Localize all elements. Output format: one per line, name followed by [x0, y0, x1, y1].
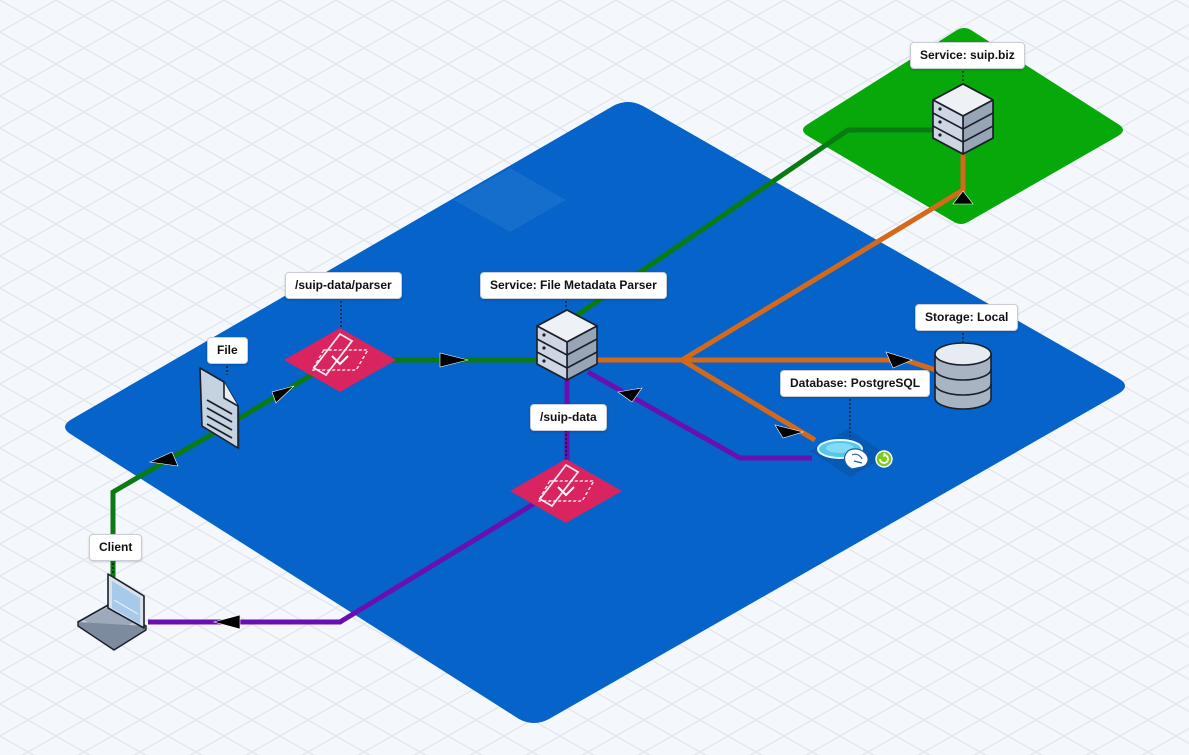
- label-database[interactable]: Database: PostgreSQL: [780, 370, 931, 397]
- arrow-to-suip: [952, 190, 974, 205]
- link-purple-database: [586, 369, 812, 461]
- server-rack-icon[interactable]: [536, 309, 598, 381]
- link-orange-database: [680, 357, 817, 443]
- arrow-from-database: [617, 387, 643, 403]
- label-storage[interactable]: Storage: Local: [915, 304, 1019, 331]
- label-client[interactable]: Client: [89, 534, 143, 561]
- laptop-icon[interactable]: [77, 573, 147, 651]
- label-parser-route[interactable]: /suip-data/parser: [285, 272, 402, 299]
- document-icon[interactable]: [199, 367, 240, 450]
- arrow-to-service: [439, 352, 469, 368]
- server-rack-icon[interactable]: [932, 83, 994, 155]
- storage-cylinder-icon[interactable]: [934, 342, 992, 410]
- arrow-to-gateway: [271, 385, 295, 404]
- arrows: [148, 190, 974, 630]
- arrow-to-storage: [885, 351, 913, 369]
- api-gateway-icon[interactable]: [284, 328, 396, 392]
- label-service-parser[interactable]: Service: File Metadata Parser: [480, 272, 667, 299]
- arrow-to-file: [148, 451, 179, 467]
- label-file[interactable]: File: [207, 337, 248, 364]
- arrow-to-database: [774, 424, 805, 439]
- arrow-to-client: [212, 614, 241, 630]
- label-service-suip[interactable]: Service: suip.biz: [910, 42, 1025, 69]
- link-purple-client: [148, 497, 542, 625]
- link-orange-storage: [590, 357, 943, 375]
- postgresql-database-icon[interactable]: [810, 429, 893, 477]
- blue-platform-highlight: [454, 168, 566, 232]
- label-suip-data-route[interactable]: /suip-data: [530, 404, 607, 431]
- link-orange-suip: [680, 150, 966, 363]
- api-gateway-icon[interactable]: [510, 459, 622, 523]
